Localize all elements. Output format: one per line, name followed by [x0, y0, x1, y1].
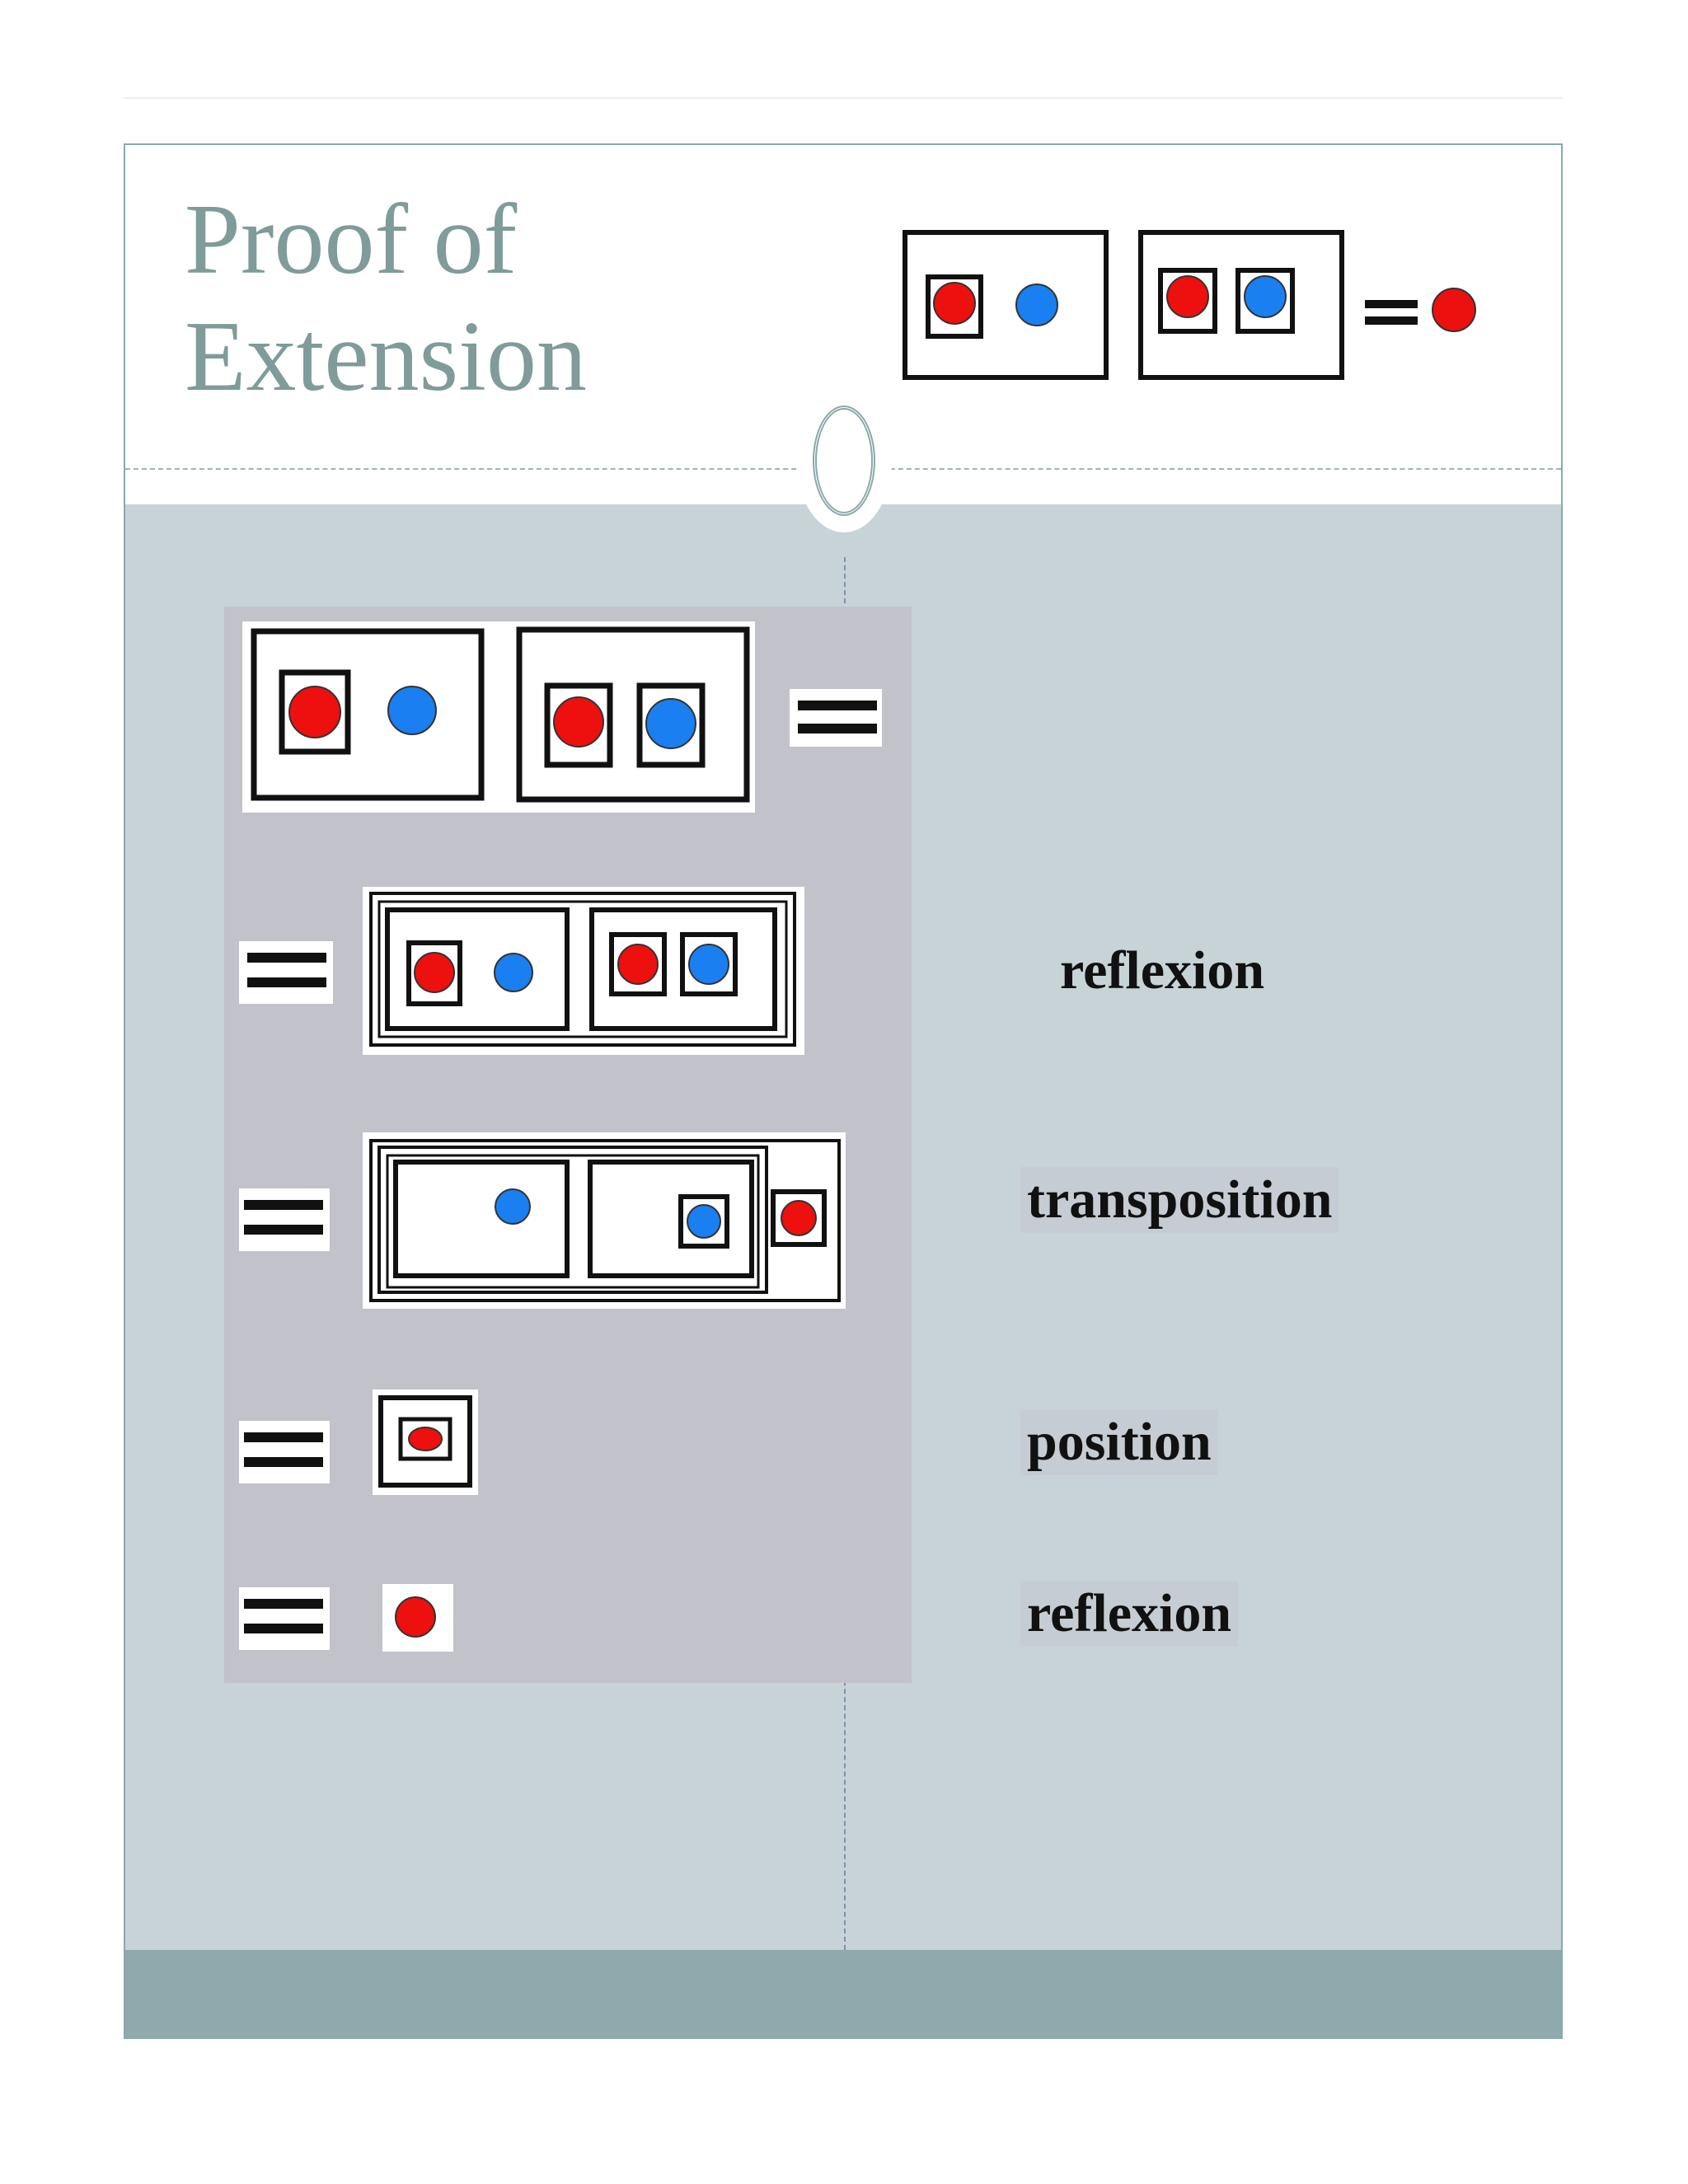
equals-boxed-pair-icon: [239, 887, 804, 1055]
slide: Proof of Extension: [124, 143, 1563, 2039]
page-title: Proof of Extension: [185, 181, 587, 415]
top-rule: [124, 97, 1563, 99]
header-equation-icon: [903, 230, 1476, 380]
step-4-justification: position: [1020, 1409, 1218, 1475]
equals-boxed-red-dot-icon: [239, 1390, 478, 1495]
equals-transposed-pair-icon: [239, 1132, 846, 1309]
medallion-ring: [813, 405, 875, 516]
title-line-2: Extension: [185, 301, 587, 412]
title-line-1: Proof of: [185, 184, 518, 295]
step-5-justification: reflexion: [1020, 1581, 1239, 1647]
dot-square-pair-equals-icon: [242, 621, 882, 813]
divider-medallion: [796, 389, 892, 532]
step-2-justification: reflexion: [1060, 940, 1265, 1001]
equals-red-dot-icon: [239, 1584, 453, 1652]
step-3-justification: transposition: [1020, 1167, 1339, 1233]
footer-bar: [125, 1950, 1561, 2037]
